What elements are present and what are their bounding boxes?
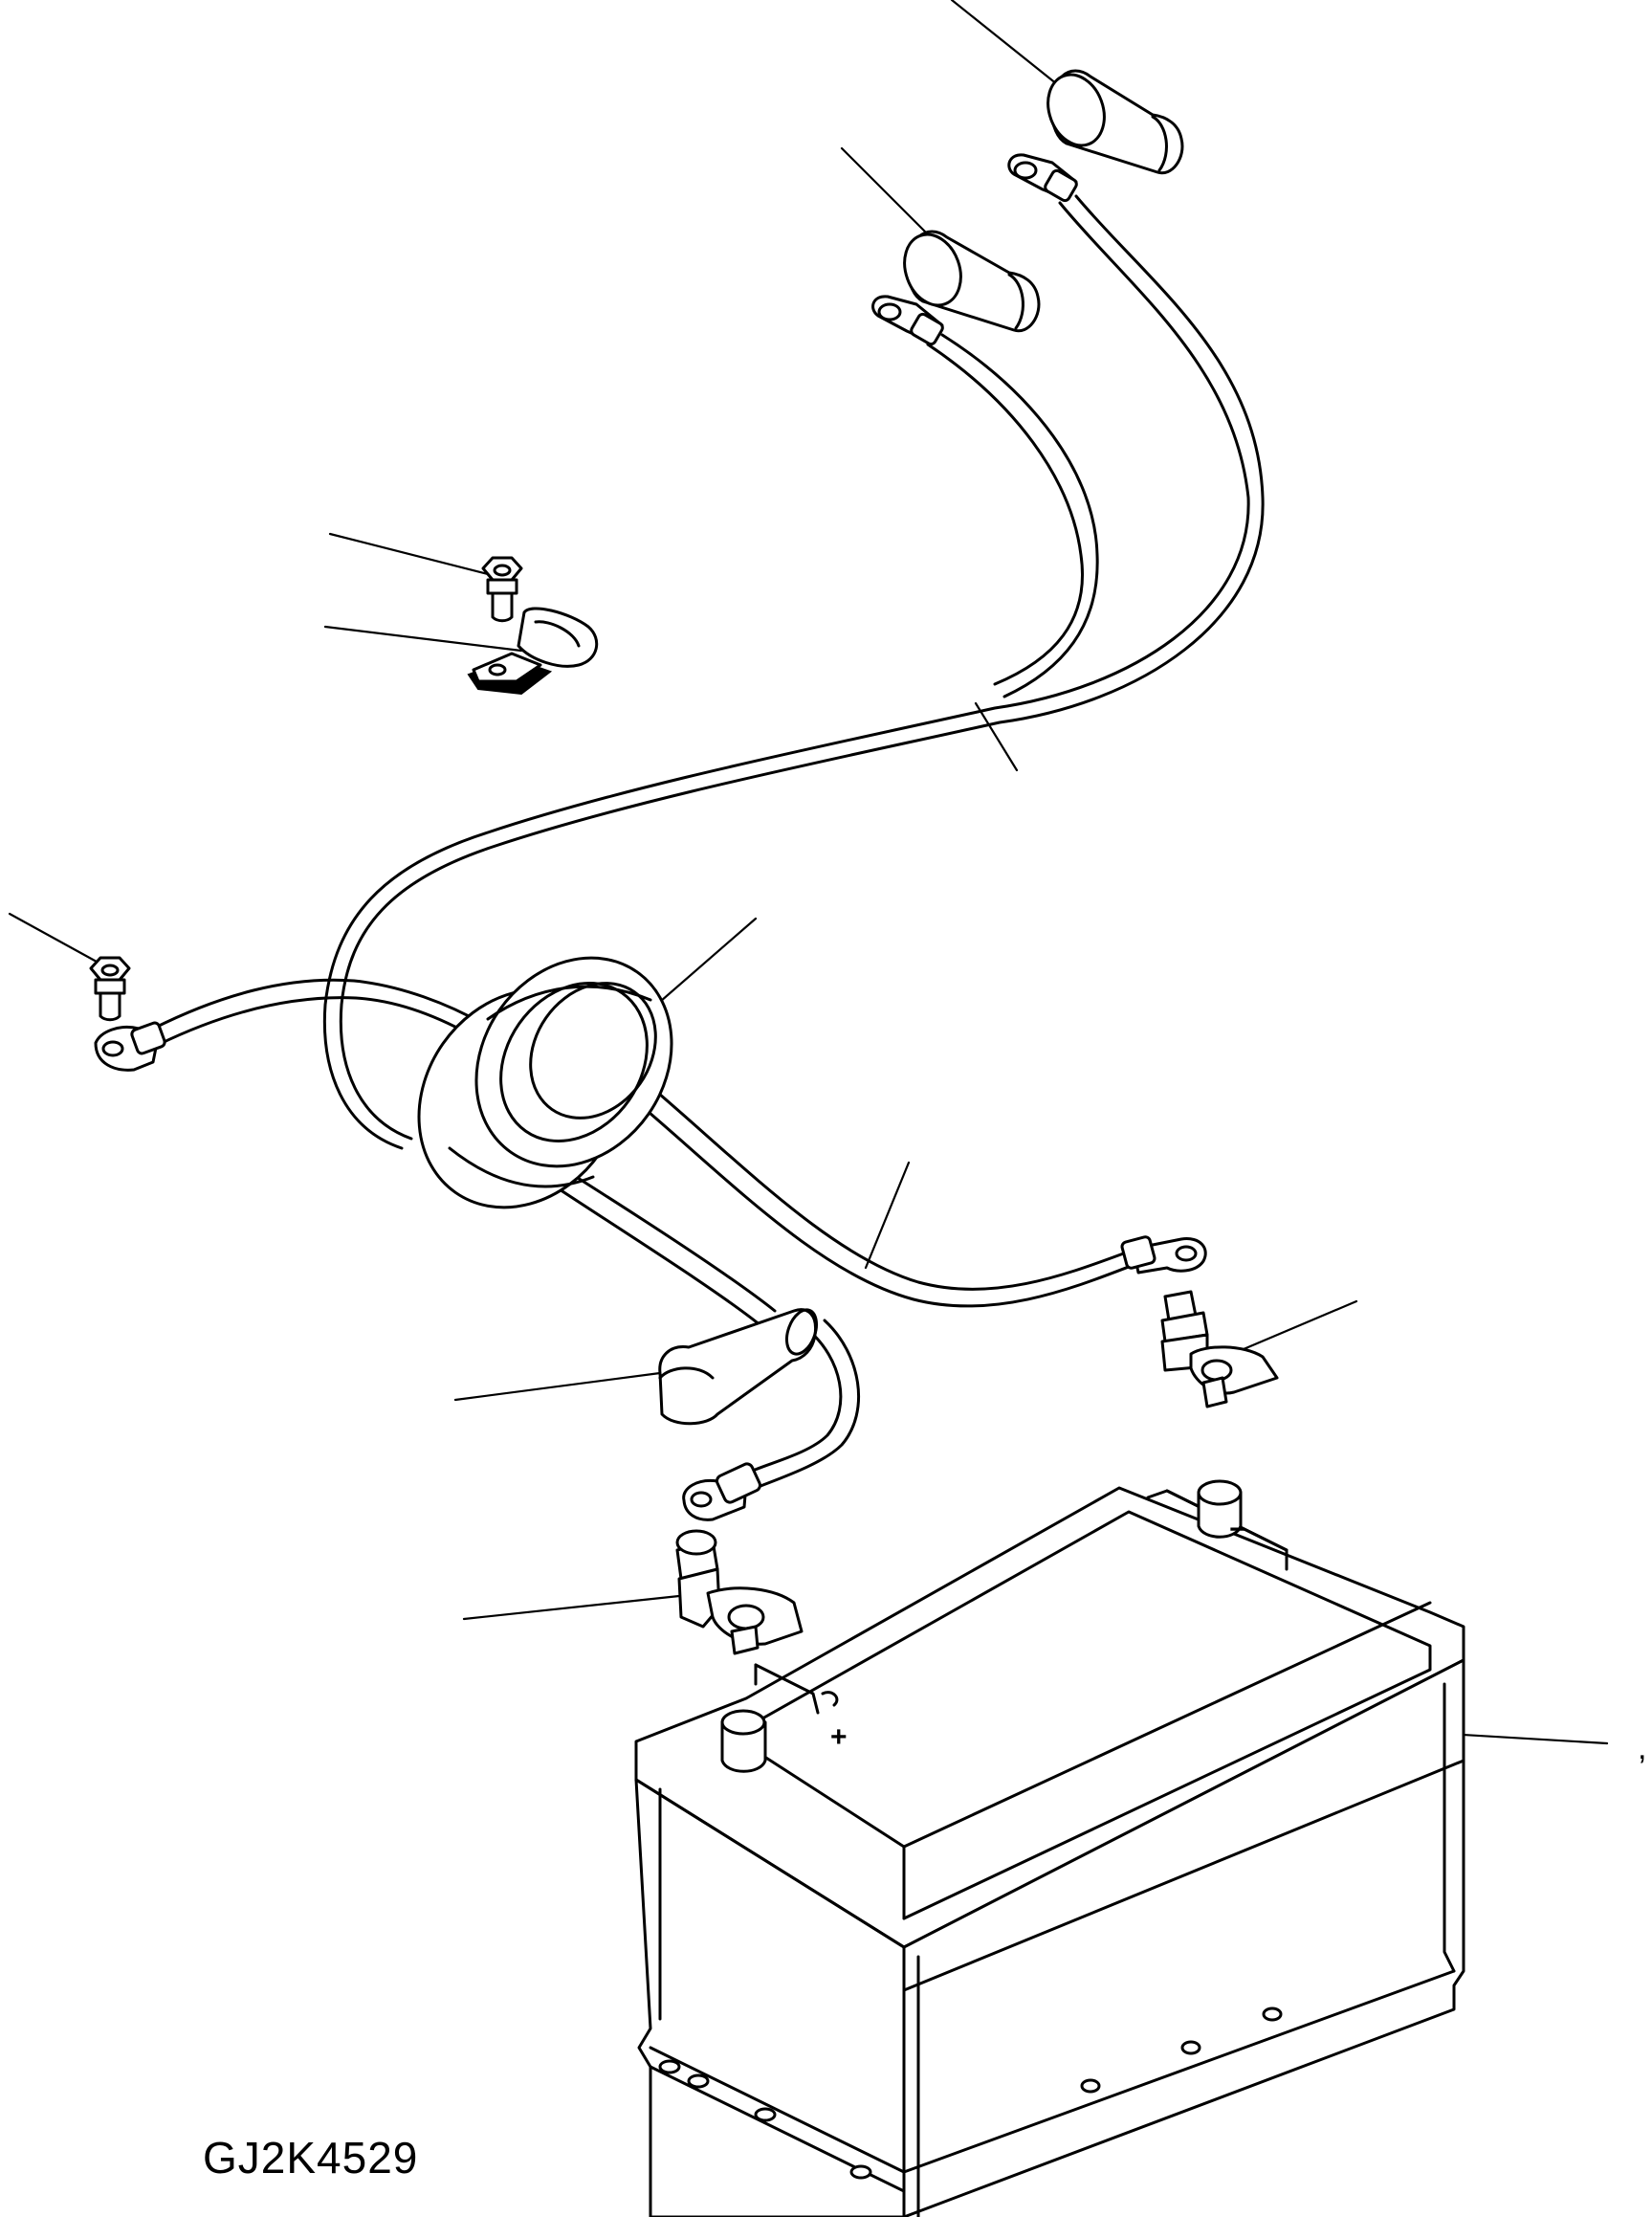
stray-mark: , bbox=[1638, 1730, 1647, 1766]
cable-clamp bbox=[467, 607, 599, 696]
terminal-cap-top-middle bbox=[903, 230, 1041, 333]
ring-terminal-lower bbox=[682, 1462, 761, 1521]
drawing-code: GJ2K4529 bbox=[203, 2133, 419, 2183]
leader-line bbox=[974, 701, 1019, 772]
terminal-cap-lower bbox=[658, 1308, 819, 1426]
negative-terminal-mark: − bbox=[1229, 1514, 1246, 1545]
battery-clamp-right bbox=[1160, 1290, 1279, 1408]
ring-terminal-top-middle bbox=[871, 295, 944, 346]
left-ground-cable bbox=[151, 978, 485, 1047]
leader-line bbox=[950, 0, 1073, 98]
leader-line bbox=[453, 1371, 662, 1402]
grommet bbox=[417, 956, 673, 1209]
second-cable bbox=[926, 333, 1099, 698]
leader-line bbox=[864, 1161, 911, 1270]
leader-line bbox=[8, 912, 107, 968]
ring-terminal-left bbox=[94, 1021, 166, 1072]
leader-line bbox=[462, 1594, 681, 1621]
leader-line bbox=[323, 625, 523, 653]
leader-line bbox=[328, 532, 490, 576]
leader-line bbox=[840, 146, 935, 241]
right-lower-cable bbox=[610, 1060, 1135, 1308]
positive-terminal-mark: + bbox=[830, 1721, 848, 1753]
leader-line bbox=[1242, 1299, 1358, 1351]
terminal-cap-top-right bbox=[1046, 69, 1184, 175]
battery-clamp-left bbox=[675, 1529, 804, 1655]
battery bbox=[634, 1479, 1465, 2217]
bolt-upper bbox=[481, 556, 523, 623]
bolt-left bbox=[89, 956, 131, 1022]
leader-lines bbox=[8, 0, 1609, 1745]
ring-terminal-right bbox=[1120, 1235, 1207, 1275]
ring-terminal-top-right bbox=[1007, 153, 1078, 203]
main-cable bbox=[322, 194, 1265, 1150]
